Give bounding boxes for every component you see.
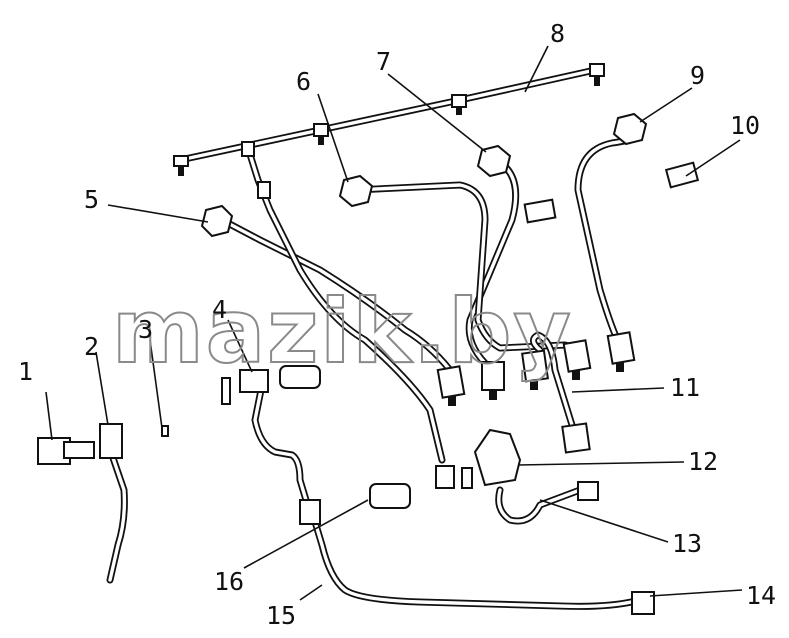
callout-9: 9 bbox=[690, 61, 705, 90]
pipes bbox=[106, 66, 644, 610]
callout-10: 10 bbox=[730, 111, 760, 140]
callout-12: 12 bbox=[688, 447, 718, 476]
callout-13: 13 bbox=[672, 529, 702, 558]
callout-7: 7 bbox=[376, 47, 391, 76]
callout-6: 6 bbox=[296, 67, 311, 96]
leader-lines bbox=[45, 45, 743, 601]
fittings bbox=[37, 63, 700, 615]
callout-16: 16 bbox=[214, 567, 244, 596]
callout-3: 3 bbox=[138, 315, 153, 344]
callout-8: 8 bbox=[550, 19, 565, 48]
callout-11: 11 bbox=[670, 373, 700, 402]
callout-2: 2 bbox=[84, 332, 99, 361]
callout-14: 14 bbox=[746, 581, 776, 610]
watermark-text: mazik.by bbox=[112, 280, 573, 383]
callout-15: 15 bbox=[266, 601, 296, 630]
callout-5: 5 bbox=[84, 185, 99, 214]
callout-4: 4 bbox=[212, 295, 227, 324]
callout-numbers: 1 2 3 4 5 6 7 8 9 10 11 12 13 14 15 16 bbox=[18, 19, 776, 630]
callout-1: 1 bbox=[18, 357, 33, 386]
